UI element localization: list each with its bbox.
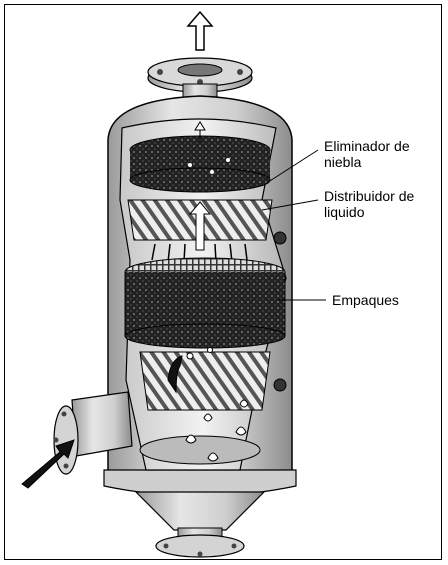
label-mist-eliminator: Eliminador de niebla <box>324 138 432 170</box>
label-liquid-distributor: Distribuidor de liquido <box>324 188 444 220</box>
support-plate <box>140 348 270 422</box>
label-packing: Empaques <box>332 292 399 308</box>
vapor-outlet-arrow <box>188 12 212 50</box>
packing-bed <box>125 258 285 348</box>
